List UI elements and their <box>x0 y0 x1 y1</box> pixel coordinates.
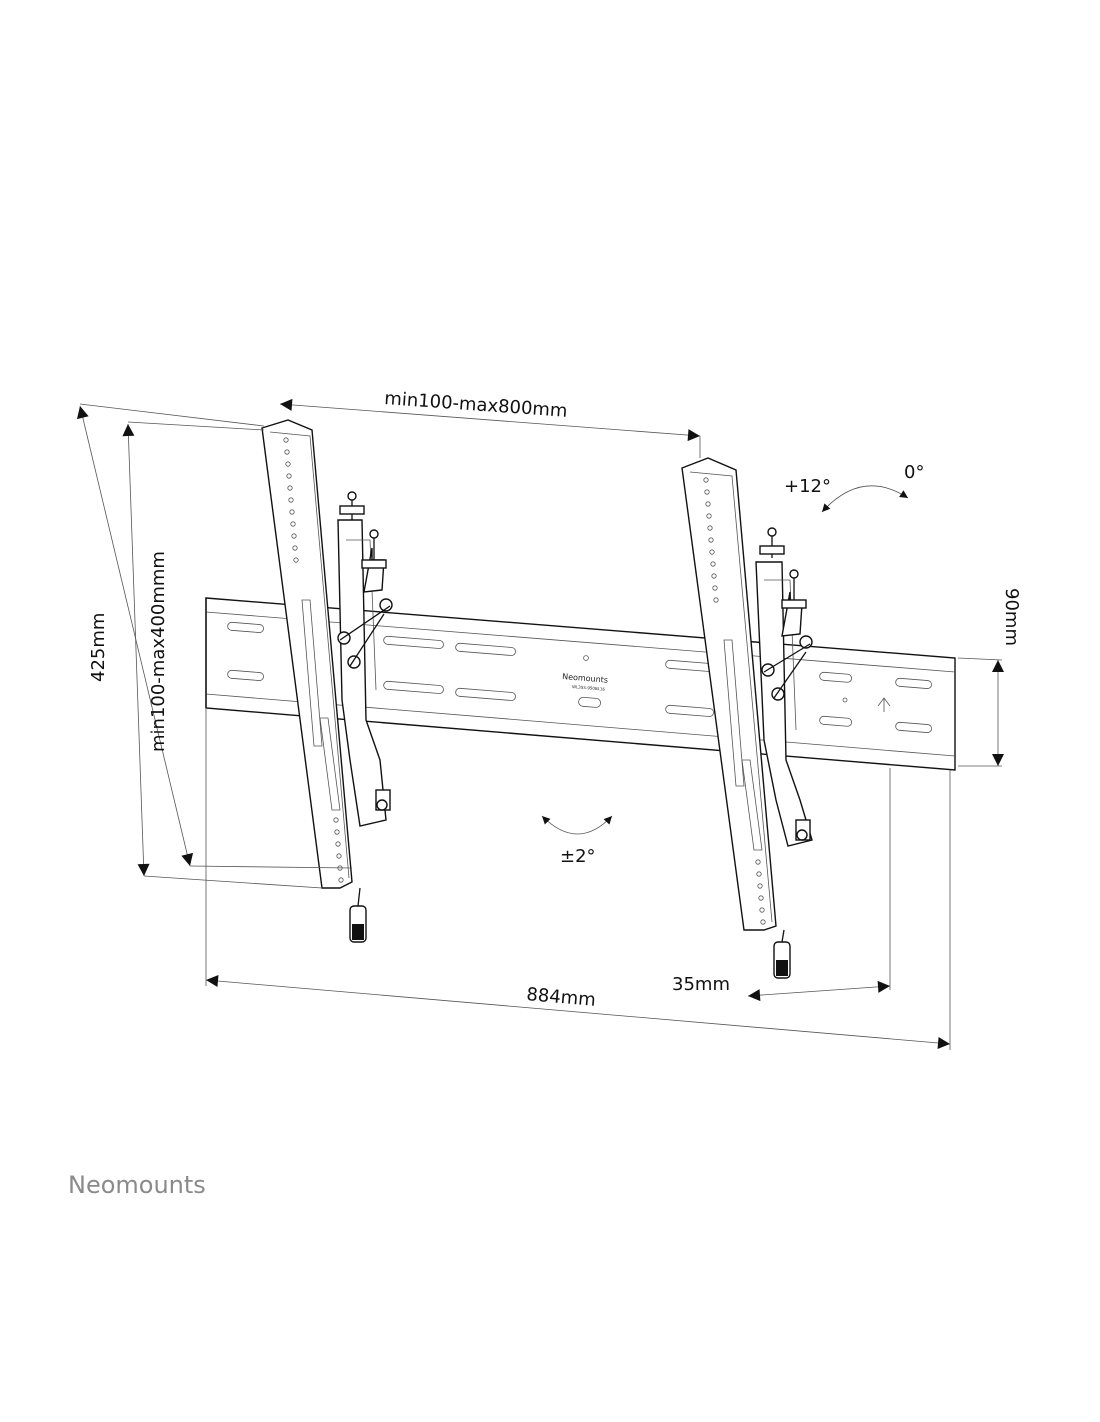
label-height: 425mm <box>88 613 109 682</box>
label-level-adjust: ±2° <box>560 846 596 867</box>
brand-logo: Neomounts <box>68 1171 206 1199</box>
dimension-depth-35 <box>747 768 891 1002</box>
tilt-arc-arrow <box>821 485 909 513</box>
right-mounting-arm <box>681 457 813 979</box>
dimension-rail-height <box>957 657 1004 767</box>
right-tilt-mechanism <box>755 527 813 847</box>
dimension-vesa-horizontal <box>279 398 701 458</box>
right-arm-holes <box>703 477 766 925</box>
left-arm-holes <box>283 437 344 883</box>
rail-model-label: WL35S-950BL16 <box>572 684 606 692</box>
level-arc-arrow <box>541 815 613 835</box>
label-tilt-forward: +12° <box>784 476 831 497</box>
label-rail-height: 90mm <box>1001 588 1022 646</box>
rail-brand-label: Neomounts <box>562 672 609 685</box>
right-safety-lock <box>773 929 791 979</box>
label-depth: 35mm <box>672 974 730 995</box>
dimension-width-884 <box>205 708 951 1050</box>
right-arm-plate <box>681 457 777 931</box>
label-tilt-zero: 0° <box>904 462 924 483</box>
dimension-vesa-vertical <box>122 421 323 889</box>
left-safety-lock <box>349 887 367 943</box>
label-vesa-horizontal: min100-max800mm <box>384 388 568 422</box>
label-width: 884mm <box>526 984 597 1011</box>
label-vesa-vertical: min100-max400mmm <box>148 551 169 752</box>
left-mounting-arm <box>261 419 393 943</box>
left-tilt-mechanism <box>337 491 393 827</box>
